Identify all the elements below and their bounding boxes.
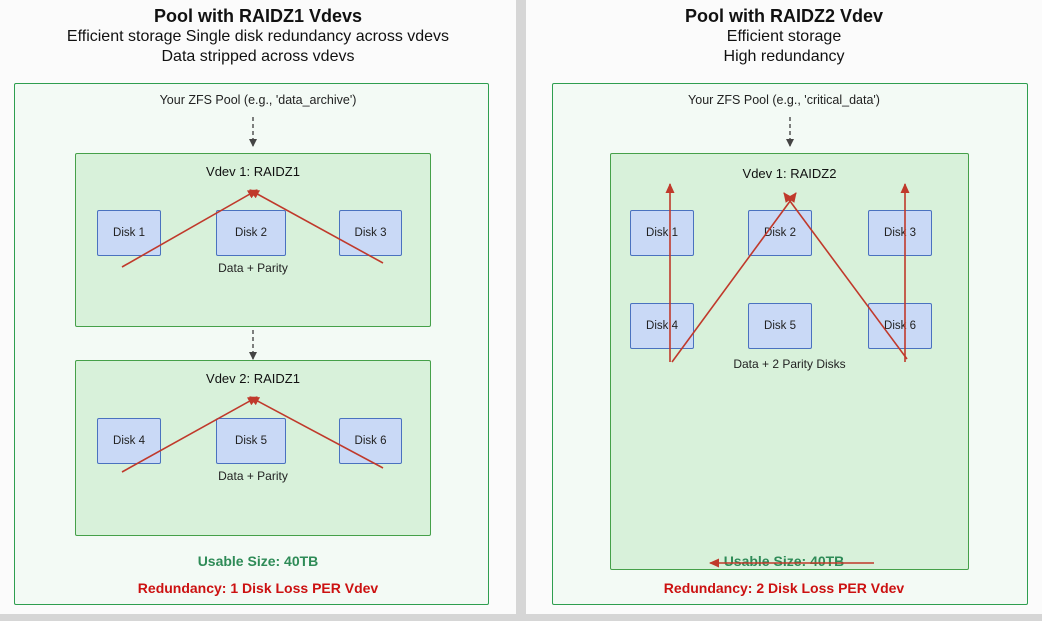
disk: Disk 2 <box>216 210 286 256</box>
disk: Disk 4 <box>97 418 161 464</box>
redundancy-text: Redundancy: 1 Disk Loss PER Vdev <box>137 580 379 596</box>
disk: Disk 6 <box>868 303 932 349</box>
disk: Disk 1 <box>97 210 161 256</box>
disk: Disk 1 <box>630 210 694 256</box>
disk: Disk 3 <box>339 210 402 256</box>
raidz2-panel-subtitle-1: Efficient storage <box>726 28 842 45</box>
raidz1-panel-subtitle-1: Efficient storage Single disk redundancy… <box>66 28 450 45</box>
disk: Disk 5 <box>216 418 286 464</box>
vdev1-caption: Data + 2 Parity Disks <box>733 357 846 371</box>
usable-size-text: Usable Size: 40TB <box>723 553 845 569</box>
raidz2-panel-subtitle-2: High redundancy <box>723 48 845 65</box>
disk: Disk 6 <box>339 418 402 464</box>
raidz1-panel-title: Pool with RAIDZ1 Vdevs <box>153 6 363 26</box>
vdev2-label: Vdev 2: RAIDZ1 <box>206 371 300 386</box>
zfs-pool-label: Your ZFS Pool (e.g., 'data_archive') <box>159 93 357 107</box>
zfs-pool-label: Your ZFS Pool (e.g., 'critical_data') <box>688 93 880 107</box>
disk: Disk 2 <box>748 210 812 256</box>
vdev1-label: Vdev 1: RAIDZ2 <box>742 166 837 181</box>
raidz2-panel-title: Pool with RAIDZ2 Vdev <box>684 6 884 26</box>
raidz1-panel-subtitle-2: Data stripped across vdevs <box>161 48 355 65</box>
disk: Disk 3 <box>868 210 932 256</box>
vdev2-caption: Data + Parity <box>218 469 288 483</box>
disk: Disk 5 <box>748 303 812 349</box>
raidz2-panel: Pool with RAIDZ2 Vdev Efficient storage … <box>526 0 1042 614</box>
vdev1-label: Vdev 1: RAIDZ1 <box>206 164 300 179</box>
disk: Disk 4 <box>630 303 694 349</box>
redundancy-text: Redundancy: 2 Disk Loss PER Vdev <box>663 580 905 596</box>
raidz1-panel: Pool with RAIDZ1 Vdevs Efficient storage… <box>0 0 516 614</box>
usable-size-text: Usable Size: 40TB <box>197 553 319 569</box>
vdev1-caption: Data + Parity <box>218 261 288 275</box>
